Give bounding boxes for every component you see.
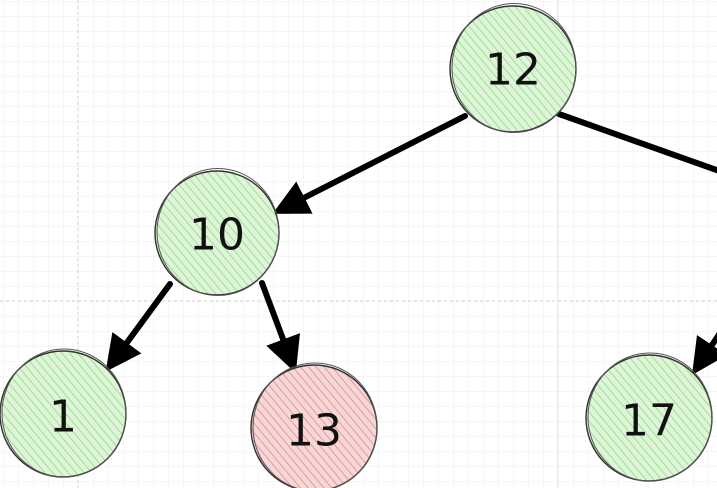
tree-node-12[interactable]: 12 [449, 3, 577, 133]
tree-node-17[interactable]: 17 [585, 352, 713, 482]
tree-node-13[interactable]: 13 [250, 362, 378, 488]
tree-node-1[interactable]: 1 [0, 348, 127, 478]
edge-10-to-1[interactable] [105, 281, 173, 372]
tree-node-10[interactable]: 10 [154, 168, 280, 296]
node-label: 13 [286, 406, 342, 457]
edge-offscreen-to-17[interactable] [692, 330, 717, 375]
node-label: 10 [189, 210, 245, 261]
node-label: 12 [485, 45, 541, 96]
edges-layer [105, 111, 717, 375]
edge-12-to-offscreen[interactable] [556, 111, 717, 174]
edge-12-to-10[interactable] [272, 113, 468, 214]
node-label: 17 [621, 396, 677, 447]
edge-10-to-13[interactable] [259, 280, 301, 374]
node-label: 1 [49, 392, 77, 443]
